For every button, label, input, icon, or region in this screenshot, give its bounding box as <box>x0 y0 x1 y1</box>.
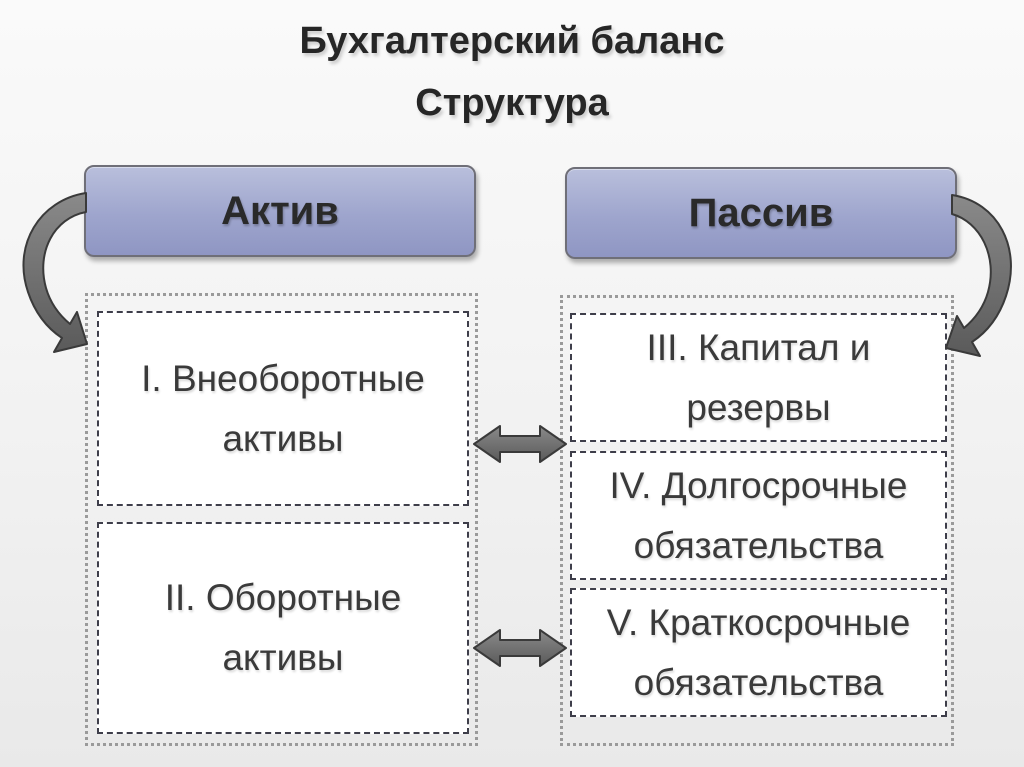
diagram-title: Бухгалтерский баланс <box>299 20 725 62</box>
non-current-assets-sublabel: активы <box>222 417 344 459</box>
diagram-subtitle: Структура <box>415 82 609 124</box>
curved-arrow-icon <box>945 194 1012 357</box>
current-assets-sublabel: активы <box>222 637 344 678</box>
short-term-liabilities-box: V. Краткосрочные обязательства <box>570 588 947 717</box>
capital-reserves-box: III. Капитал и резервы <box>570 313 947 442</box>
curved-arrow-icon <box>22 192 88 353</box>
long-term-liabilities-sublabel: обязательства <box>633 524 884 566</box>
long-term-liabilities-box: IV. Долгосрочные обязательства <box>570 451 947 580</box>
double-arrow-icon <box>473 629 567 667</box>
assets-header: Актив <box>84 165 476 257</box>
liabilities-header: Пассив <box>565 167 957 259</box>
double-arrow-icon <box>473 425 567 463</box>
current-assets-box: II. Оборотные активы <box>97 522 469 734</box>
non-current-assets-label: I. Внеоборотные <box>141 357 425 399</box>
liabilities-group <box>560 295 954 746</box>
short-term-liabilities-sublabel: обязательства <box>633 661 884 703</box>
current-assets-label: II. Оборотные <box>164 577 402 618</box>
capital-reserves-label: III. Капитал и <box>646 326 871 368</box>
long-term-liabilities-label: IV. Долгосрочные <box>609 464 908 506</box>
capital-reserves-sublabel: резервы <box>686 386 831 428</box>
short-term-liabilities-label: V. Краткосрочные <box>606 601 911 643</box>
assets-group <box>85 293 478 746</box>
non-current-assets-box: I. Внеоборотные активы <box>97 311 469 506</box>
